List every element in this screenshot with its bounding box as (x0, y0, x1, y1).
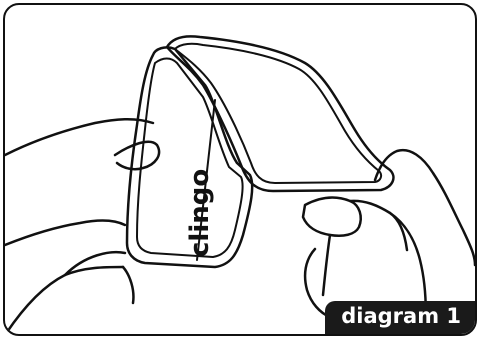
hands-folding-pad-illustration: clingo (5, 5, 475, 334)
diagram-frame: clingo diagram 1 (3, 3, 477, 336)
brand-wordmark: clingo (185, 169, 215, 257)
pad-top-panel (167, 36, 393, 191)
diagram-caption: diagram 1 (325, 301, 475, 334)
left-hand (5, 119, 159, 334)
